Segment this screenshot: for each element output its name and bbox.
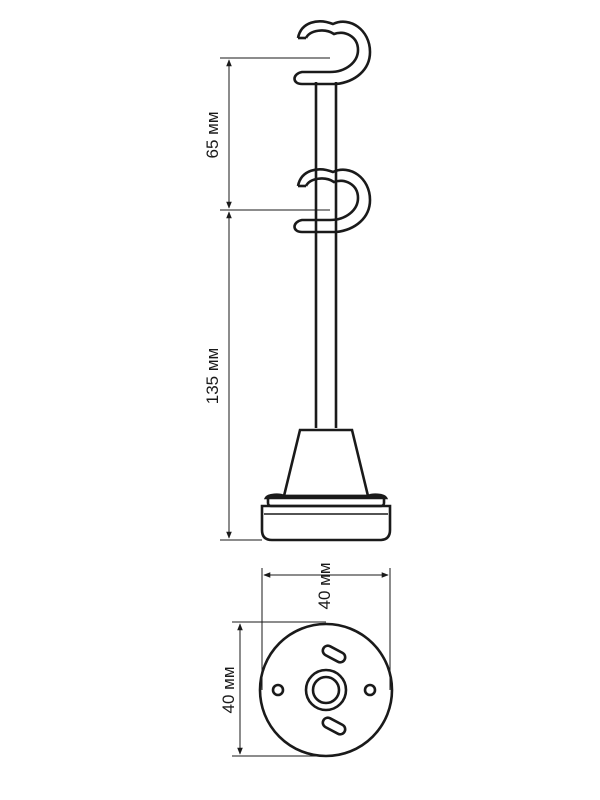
rod: [314, 82, 338, 428]
dim-40-height-label: 40 мм: [219, 666, 238, 713]
left-hole: [271, 683, 285, 697]
top-hook: [293, 20, 372, 86]
side-view: 65 мм 135 мм: [203, 20, 392, 542]
dim-65-label: 65 мм: [203, 111, 222, 158]
dim-40-height: 40 мм: [219, 623, 243, 755]
bottom-slot: [321, 716, 347, 736]
dim-40-width-label: 40 мм: [315, 562, 334, 609]
dim-135-label: 135 мм: [203, 348, 222, 404]
middle-hook: [293, 168, 372, 234]
dim-40-width: 40 мм: [263, 562, 389, 610]
top-view: 40 мм 40 мм: [219, 562, 394, 758]
cone-base: [260, 428, 392, 542]
dim-65: 65 мм: [203, 57, 330, 211]
top-slot: [321, 644, 347, 664]
right-hole: [363, 683, 377, 697]
center-hole: [311, 675, 341, 705]
base-plate: [258, 622, 394, 758]
dim-135: 135 мм: [203, 211, 262, 541]
center-ring: [304, 668, 348, 712]
